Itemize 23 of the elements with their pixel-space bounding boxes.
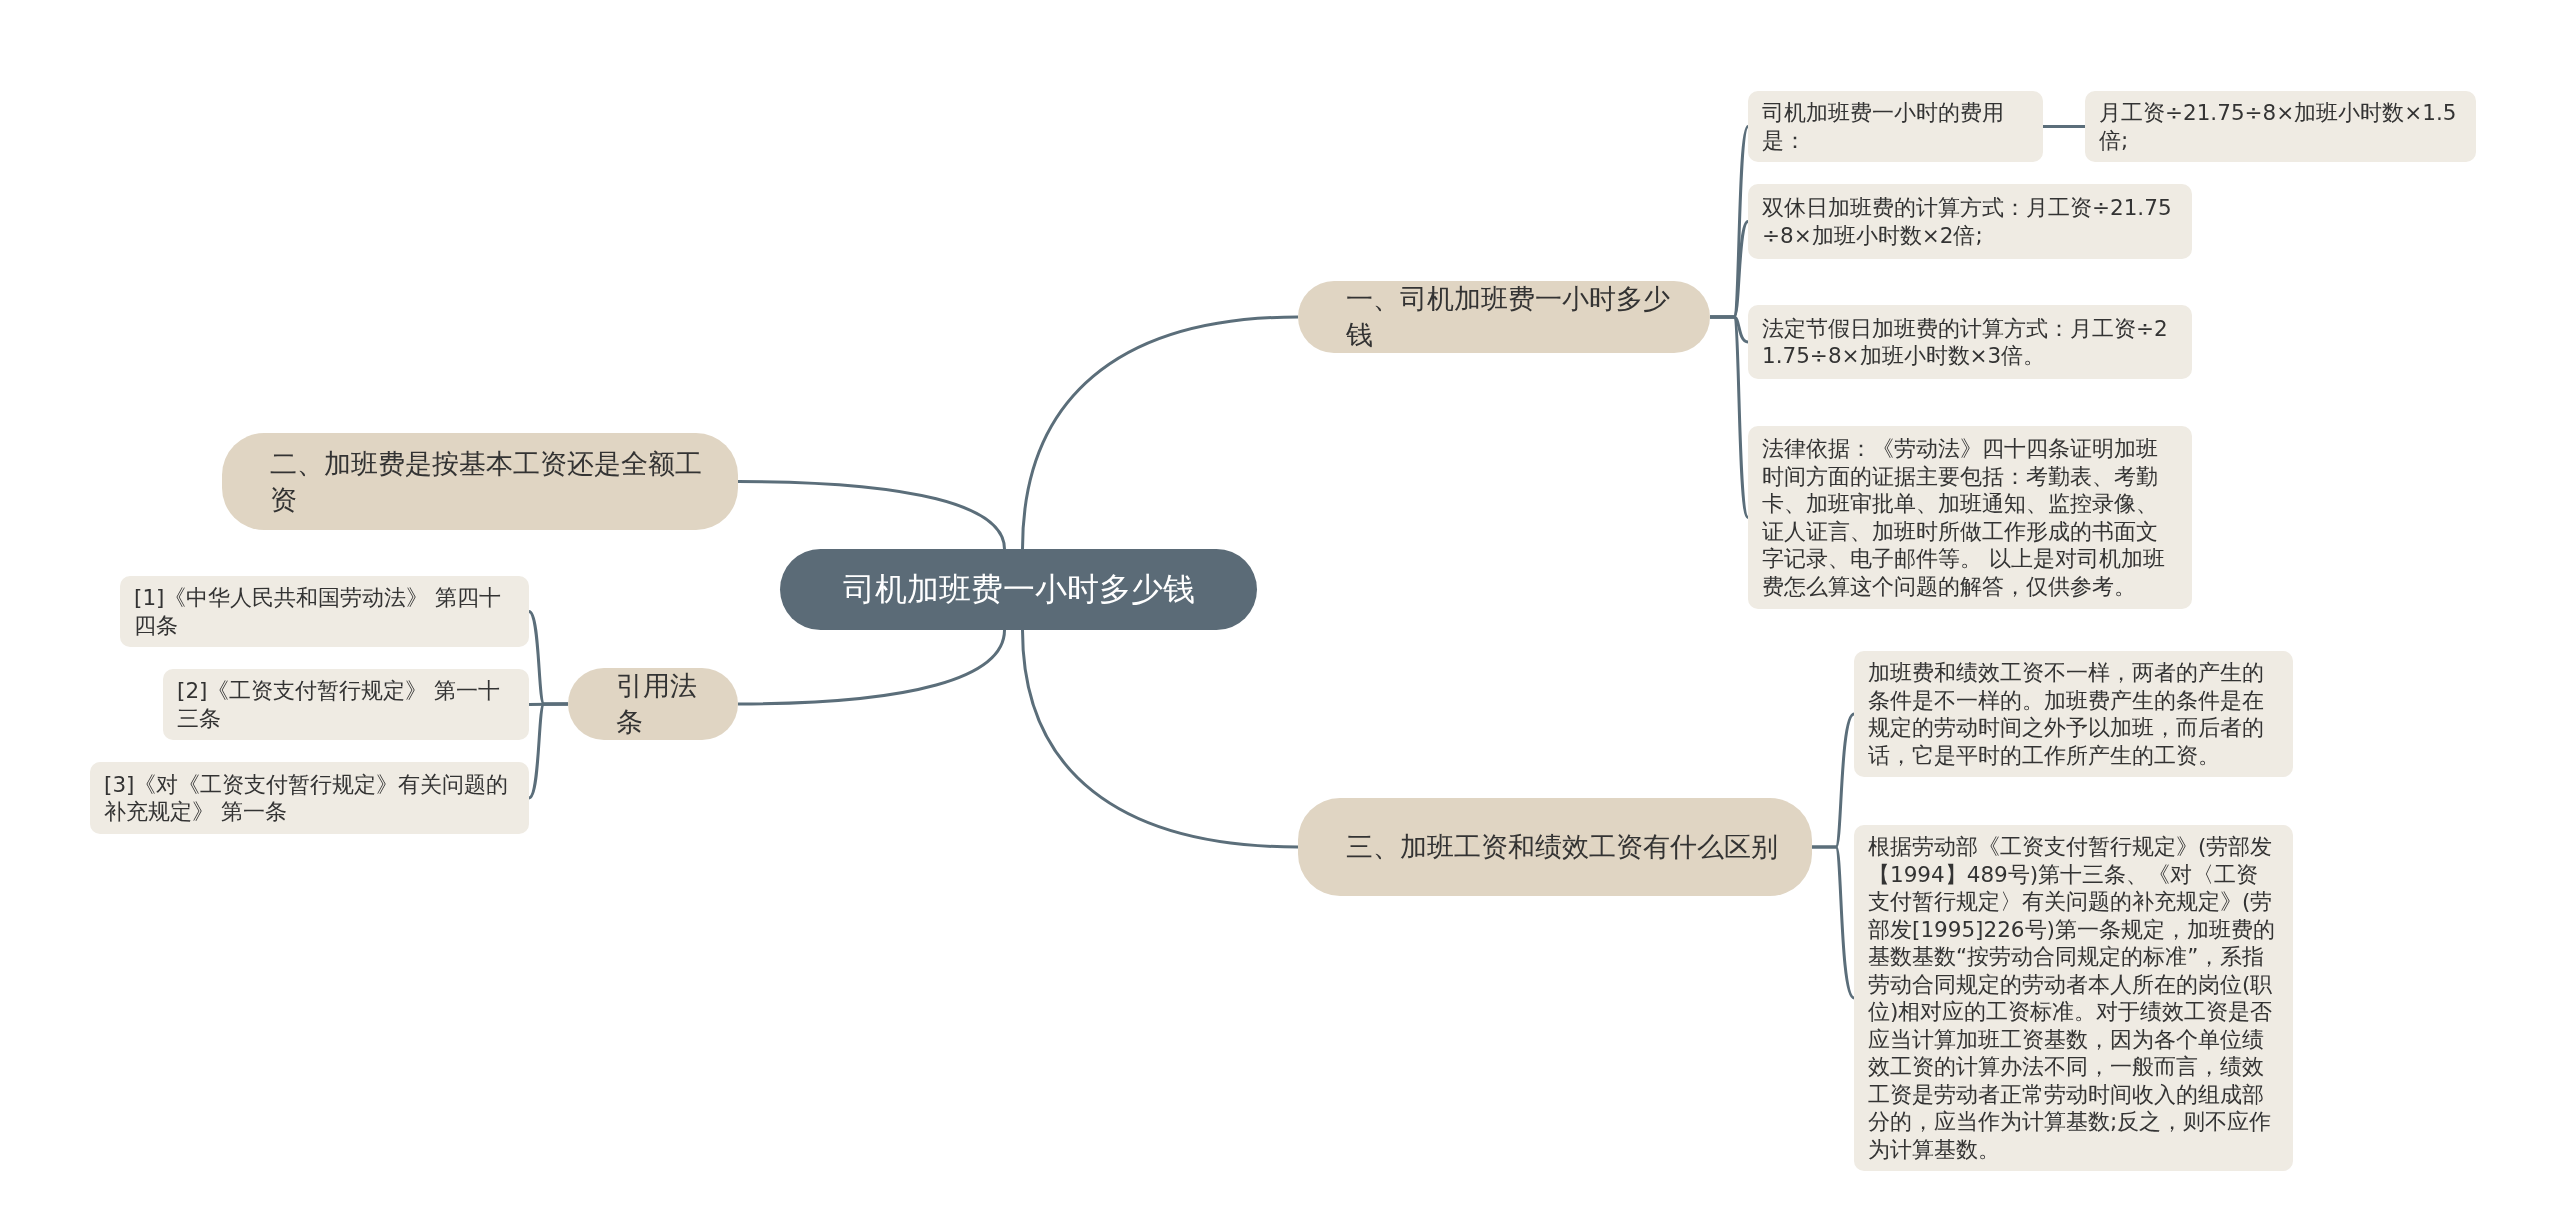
topic-box: 一、司机加班费一小时多少钱 — [1298, 281, 1710, 353]
subtopic-box: [1]《中华人民共和国劳动法》 第四十四条 — [120, 576, 529, 647]
topic-box: 引用法条 — [568, 668, 738, 740]
connector-line — [528, 702, 568, 800]
connector-line — [738, 480, 1006, 550]
central-topic: 司机加班费一小时多少钱 — [780, 549, 1257, 630]
subtopic-box: 法定节假日加班费的计算方式：月工资÷21.75÷8×加班小时数×3倍。 — [1748, 305, 2192, 379]
connector-line — [1812, 845, 1856, 1000]
connector-line — [1021, 629, 1299, 849]
connector-line — [1021, 315, 1299, 550]
subtopic-box: 双休日加班费的计算方式：月工资÷21.75÷8×加班小时数×2倍; — [1748, 184, 2192, 259]
connector-line — [738, 629, 1006, 706]
subtopic-box: [3]《对《工资支付暂行规定》有关问题的补充规定》 第一条 — [90, 762, 529, 834]
subtopic-box: 法律依据：《劳动法》四十四条证明加班时间方面的证据主要包括：考勤表、考勤卡、加班审批单、加班通知、监控录像、证人证言、加班时所做工作形成的书面文字记录、电子邮件等。 以上是对司机加班费怎么算这个问题的解答，仅供参考。 — [1748, 426, 2192, 609]
connector-line — [2043, 125, 2085, 128]
topic-box: 三、加班工资和绩效工资有什么区别 — [1298, 798, 1812, 896]
subtopic-box: [2]《工资支付暂行规定》 第一十三条 — [163, 669, 529, 740]
connector-line — [1710, 315, 1750, 519]
subtopic-box: 月工资÷21.75÷8×加班小时数×1.5倍; — [2085, 91, 2476, 162]
subtopic-box: 根据劳动部《工资支付暂行规定》(劳部发【1994】489号)第十三条、《对〈工资支付暂行规定〉有关问题的补充规定》(劳部发[1995]226号)第一条规定，加班费的基数基数“按劳动合同规定的标准”，系指劳动合同规定的劳动者本人所在的岗位(职位)相对应的工资标准。对于绩效工资是否应当计算加班工资基数，因为各个单位绩效工资的计算办法不同，一般而言，绩效工资是劳动者正常劳动时间收入的组成部分的，应当作为计算基数;反之，则不应作为计算基数。 — [1854, 825, 2293, 1171]
subtopic-box: 加班费和绩效工资不一样，两者的产生的条件是不一样的。加班费产生的条件是在规定的劳动时间之外予以加班，而后者的话，它是平时的工作所产生的工资。 — [1854, 651, 2293, 777]
subtopic-box: 司机加班费一小时的费用是： — [1748, 91, 2043, 162]
topic-box: 二、加班费是按基本工资还是全额工资 — [222, 433, 738, 530]
